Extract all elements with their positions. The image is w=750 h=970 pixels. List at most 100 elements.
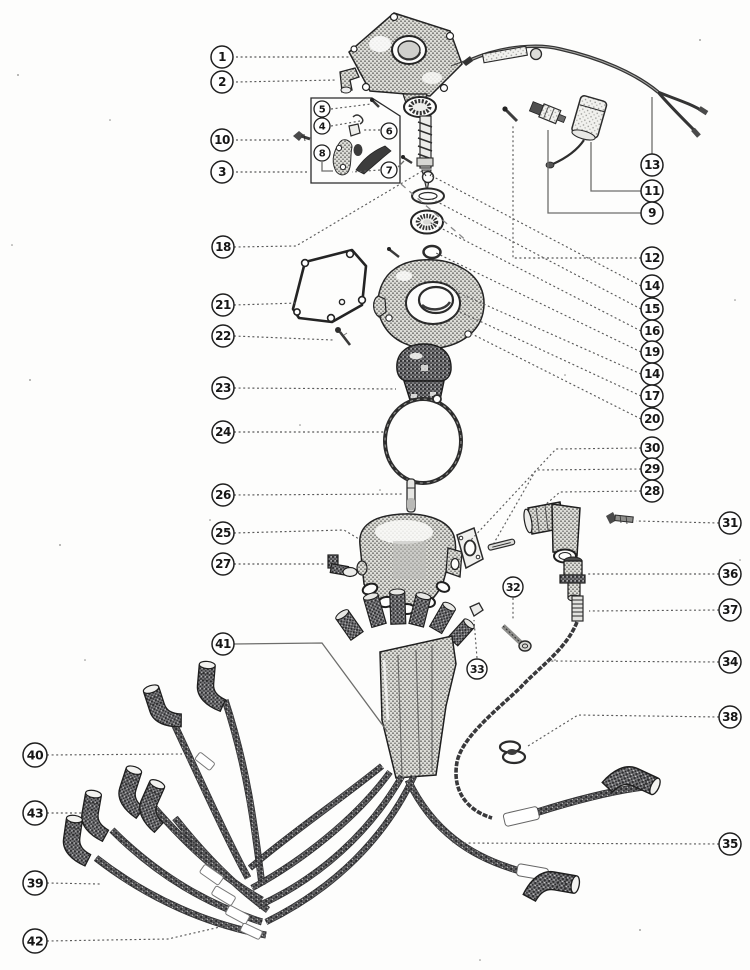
- svg-text:35: 35: [722, 837, 738, 851]
- callout-29: 29: [640, 457, 664, 481]
- svg-text:34: 34: [722, 655, 738, 669]
- callout-40: 40: [22, 742, 48, 768]
- callout-34: 34: [718, 650, 742, 674]
- svg-text:10: 10: [214, 133, 230, 147]
- svg-text:12: 12: [644, 251, 660, 265]
- callout-7: 7: [380, 161, 398, 179]
- points-screw: [370, 98, 380, 108]
- svg-text:39: 39: [27, 875, 43, 890]
- callout-17: 17: [640, 384, 664, 408]
- callout-15: 15: [640, 297, 664, 321]
- svg-text:5: 5: [319, 105, 326, 116]
- svg-text:37: 37: [722, 603, 738, 617]
- callout-37: 37: [718, 598, 742, 622]
- elbow-boot: [523, 501, 581, 564]
- svg-text:17: 17: [644, 389, 660, 403]
- callout-13: 13: [640, 153, 664, 177]
- callout-30: 30: [640, 436, 664, 460]
- callouts: 1 2 5 4 6 8 7 10 3 13 11 9 18 12 14 15 1…: [22, 45, 742, 954]
- distributor-cap: [356, 513, 463, 615]
- svg-text:40: 40: [27, 747, 44, 762]
- clip-part-33: [469, 602, 484, 617]
- screw-part-31: [606, 512, 634, 525]
- callout-41: 41: [211, 632, 235, 656]
- points-wedge: [348, 123, 361, 137]
- drive-pin: [406, 478, 416, 513]
- callout-18: 18: [211, 235, 235, 259]
- callout-6: 6: [380, 122, 398, 140]
- leader-lines-solid: [233, 97, 653, 732]
- svg-text:19: 19: [644, 345, 660, 359]
- callout-35: 35: [718, 832, 742, 856]
- svg-text:13: 13: [644, 158, 660, 172]
- spark-plug-boot: [194, 660, 230, 713]
- wire: [93, 698, 271, 939]
- sleeve-bands: [194, 752, 549, 940]
- callout-28: 28: [640, 479, 664, 503]
- o-ring-large: [383, 394, 463, 485]
- svg-text:33: 33: [470, 663, 484, 676]
- distributor-housing: [348, 12, 463, 104]
- wire-to-right-boot: [404, 778, 566, 886]
- o-ring-small: [422, 244, 442, 260]
- svg-text:18: 18: [215, 240, 231, 254]
- svg-text:24: 24: [215, 425, 231, 439]
- svg-text:27: 27: [215, 557, 231, 571]
- callout-8: 8: [313, 144, 331, 162]
- svg-text:43: 43: [27, 805, 43, 820]
- screw-part-32: [501, 624, 532, 652]
- callout-14b: 14: [640, 362, 664, 386]
- wire-loom: [335, 588, 475, 779]
- callout-21: 21: [211, 293, 235, 317]
- svg-text:29: 29: [644, 462, 660, 476]
- callout-24: 24: [211, 420, 235, 444]
- bearing-collar: [403, 96, 437, 118]
- screw-part-12: [502, 106, 519, 123]
- wiring-harness: [450, 44, 709, 138]
- svg-text:21: 21: [215, 298, 231, 312]
- callout-14: 14: [640, 274, 664, 298]
- scan-noise: [11, 39, 741, 961]
- callout-42: 42: [22, 928, 48, 954]
- adapter-plate: [373, 247, 485, 350]
- callout-9: 9: [640, 201, 664, 225]
- svg-text:25: 25: [215, 526, 231, 540]
- svg-text:30: 30: [644, 441, 660, 455]
- lead-cable: [454, 595, 643, 827]
- svg-text:9: 9: [648, 206, 656, 220]
- rotor: [396, 343, 452, 401]
- svg-text:15: 15: [644, 302, 660, 316]
- svg-text:8: 8: [319, 149, 326, 160]
- callout-36: 36: [718, 562, 742, 586]
- svg-text:23: 23: [215, 381, 231, 395]
- callout-5: 5: [313, 100, 331, 118]
- svg-text:38: 38: [722, 710, 738, 724]
- cover-gasket: [291, 248, 368, 324]
- elbow-fitting-part: [339, 67, 360, 94]
- callout-27: 27: [211, 552, 235, 576]
- roll-pin: [487, 538, 516, 551]
- svg-text:42: 42: [27, 933, 43, 948]
- svg-text:14: 14: [644, 367, 660, 381]
- callout-39: 39: [22, 870, 48, 896]
- callout-10: 10: [210, 128, 234, 152]
- svg-text:1: 1: [218, 50, 226, 64]
- callout-4: 4: [313, 117, 331, 135]
- svg-text:11: 11: [644, 184, 660, 198]
- svg-text:7: 7: [386, 166, 393, 177]
- callout-11: 11: [640, 179, 664, 203]
- svg-text:28: 28: [644, 484, 660, 498]
- callout-16: 16: [640, 319, 664, 343]
- terminal-sensor: [528, 101, 567, 125]
- callout-22: 22: [211, 324, 235, 348]
- cable-fitting: [559, 556, 586, 602]
- svg-text:3: 3: [218, 165, 226, 179]
- callout-1: 1: [210, 45, 234, 69]
- spark-plug-boot: [599, 756, 664, 810]
- spark-plug-boot: [141, 678, 186, 736]
- callout-2: 2: [210, 70, 234, 94]
- svg-text:2: 2: [218, 75, 226, 89]
- points-set: [332, 139, 392, 176]
